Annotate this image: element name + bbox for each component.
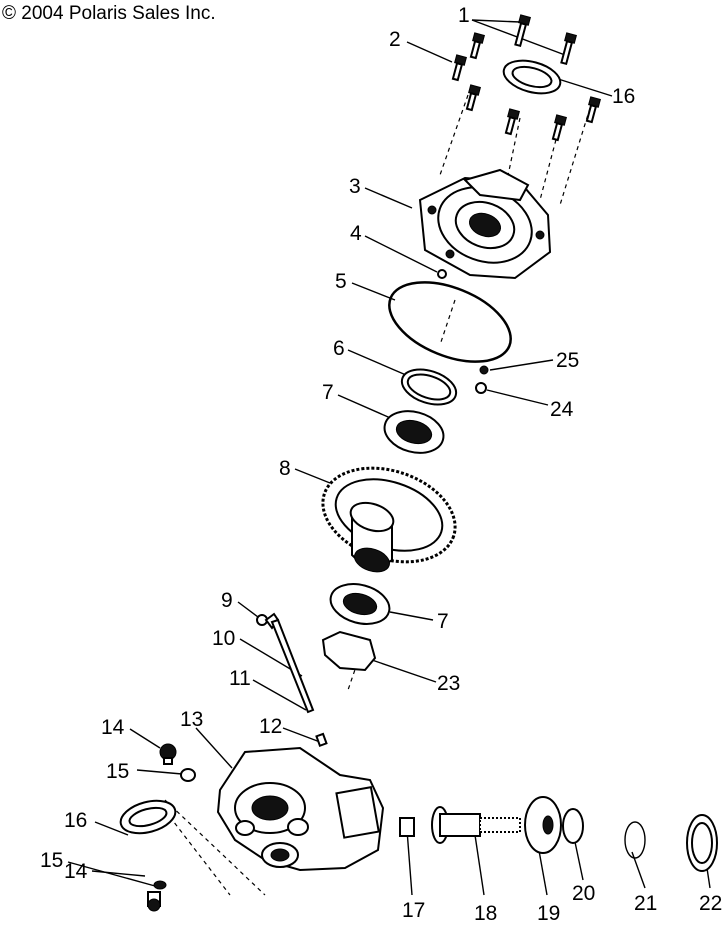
small-plug bbox=[475, 382, 487, 394]
shim-plate bbox=[321, 630, 377, 672]
drain-plug-lower bbox=[147, 891, 161, 912]
dowel-pin bbox=[437, 269, 447, 279]
pinion-shim bbox=[624, 821, 646, 859]
callout-25: 25 bbox=[556, 349, 579, 372]
seal-top bbox=[502, 59, 562, 95]
washer-lower bbox=[153, 880, 167, 890]
callout-17: 17 bbox=[402, 899, 425, 922]
callout-3: 3 bbox=[349, 175, 361, 198]
bearing-pinion bbox=[524, 796, 562, 854]
o-ring bbox=[388, 281, 512, 363]
callout-5: 5 bbox=[335, 270, 347, 293]
bolts bbox=[451, 14, 601, 142]
callout-14-lower: 14 bbox=[64, 860, 88, 883]
callout-19: 19 bbox=[537, 902, 560, 925]
snap-ring bbox=[562, 808, 584, 844]
callout-16: 16 bbox=[612, 85, 635, 108]
pinion-shaft bbox=[431, 806, 521, 844]
seal-lower bbox=[119, 799, 177, 835]
bearing-lower bbox=[329, 583, 391, 625]
dipstick bbox=[256, 612, 315, 714]
copyright-text: © 2004 Polaris Sales Inc. bbox=[2, 3, 216, 24]
callout-1: 1 bbox=[458, 4, 470, 27]
washer-upper bbox=[180, 768, 196, 782]
callout-18: 18 bbox=[474, 902, 497, 925]
callout-13: 13 bbox=[180, 708, 203, 731]
callout-12: 12 bbox=[259, 715, 282, 738]
callout-15: 15 bbox=[106, 760, 129, 783]
callout-9: 9 bbox=[221, 589, 233, 612]
pinion-seal bbox=[686, 814, 718, 872]
callout-21: 21 bbox=[634, 892, 657, 915]
small-ball bbox=[479, 365, 489, 375]
callout-24: 24 bbox=[550, 398, 574, 421]
bushing bbox=[399, 817, 415, 837]
callout-11: 11 bbox=[229, 667, 251, 690]
callout-20: 20 bbox=[572, 882, 595, 905]
callout-16-lower: 16 bbox=[64, 809, 87, 832]
callout-8: 8 bbox=[279, 457, 291, 480]
callout-7: 7 bbox=[322, 381, 334, 404]
shim bbox=[400, 368, 458, 406]
callout-23: 23 bbox=[437, 672, 460, 695]
callout-15-lower: 15 bbox=[40, 849, 63, 872]
callout-6: 6 bbox=[333, 337, 345, 360]
drain-plug-upper bbox=[159, 743, 177, 765]
callout-22: 22 bbox=[699, 892, 722, 915]
callout-7-lower: 7 bbox=[437, 610, 449, 633]
bearing-upper bbox=[383, 410, 445, 454]
breather-fitting bbox=[315, 732, 328, 748]
callout-10: 10 bbox=[212, 627, 235, 650]
callout-2: 2 bbox=[389, 28, 401, 51]
gearcase-cover bbox=[418, 168, 552, 280]
callout-labels: 1 2 16 3 4 5 25 6 24 7 8 7 9 10 23 11 12… bbox=[40, 4, 722, 925]
ring-gear bbox=[321, 466, 457, 573]
callout-14: 14 bbox=[101, 716, 125, 739]
callout-4: 4 bbox=[350, 222, 362, 245]
main-housing bbox=[216, 746, 385, 872]
